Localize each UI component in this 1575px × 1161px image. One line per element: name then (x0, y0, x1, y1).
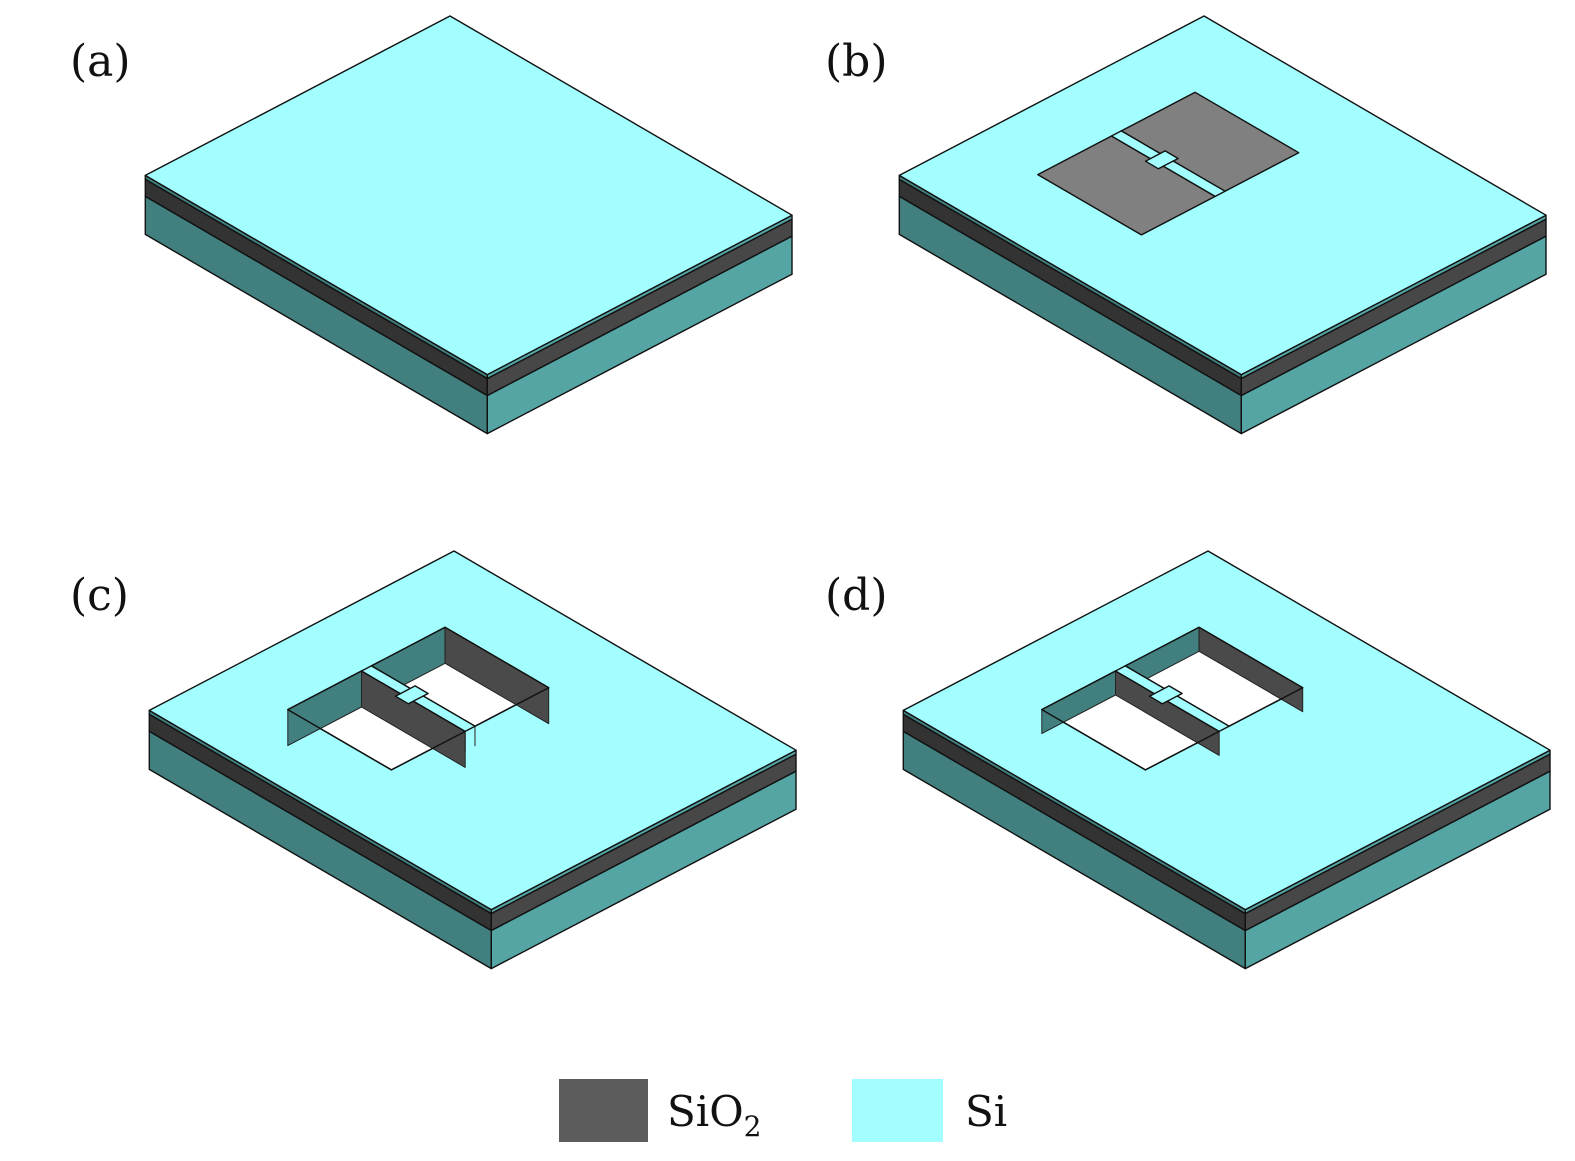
beam-tab (1148, 685, 1183, 705)
top-surface (148, 550, 797, 911)
top-surface (902, 550, 1551, 911)
beam-tab (1144, 150, 1179, 170)
legend-label-si: Si (965, 1087, 1007, 1136)
top-surface (144, 15, 793, 376)
panel-label-b: (b) (825, 36, 888, 87)
legend-label-sio2: SiO2 (667, 1087, 761, 1143)
legend-swatch-sio2 (559, 1079, 648, 1142)
panel-d (902, 550, 1551, 970)
panel-label-d: (d) (825, 570, 888, 621)
side-right-substrate-si (1244, 770, 1551, 970)
legend: SiO2 Si (559, 1079, 1007, 1143)
panel-c (148, 550, 797, 970)
beam-tab (394, 685, 429, 705)
legend-swatch-si (852, 1079, 943, 1142)
panel-a (144, 15, 793, 435)
panel-label-a: (a) (70, 36, 131, 87)
legend-label-sio2-main: SiO (667, 1087, 744, 1136)
panel-label-c: (c) (70, 570, 129, 621)
panel-b (898, 15, 1547, 435)
legend-label-sio2-sub: 2 (744, 1110, 762, 1143)
side-right-substrate-si (490, 770, 797, 970)
side-right-substrate-si (1240, 235, 1547, 435)
top-surface (898, 15, 1547, 376)
side-right-substrate-si (486, 235, 793, 435)
